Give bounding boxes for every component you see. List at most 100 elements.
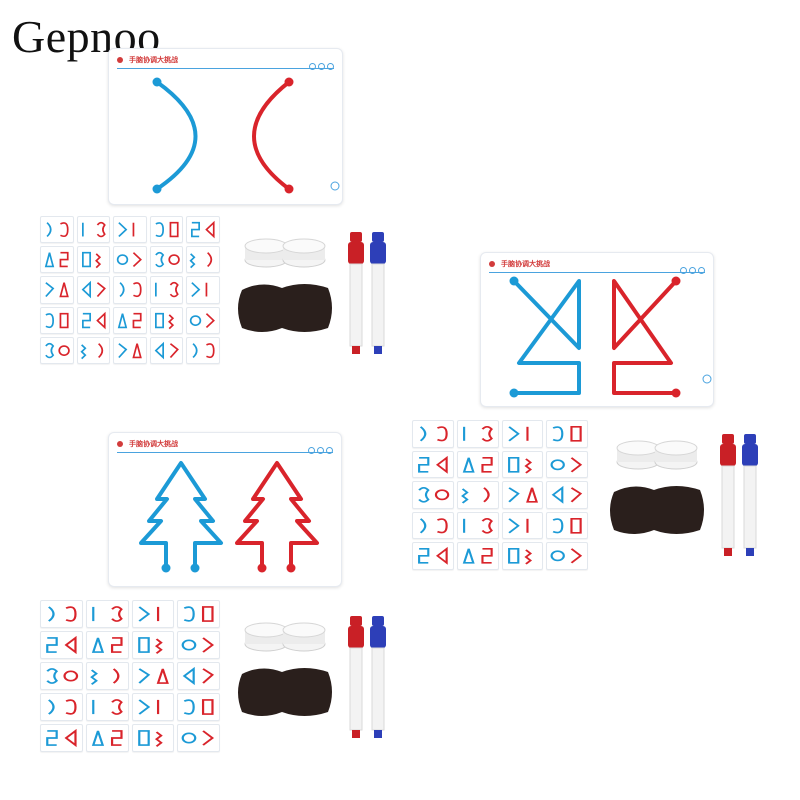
practice-tile bbox=[85, 600, 129, 628]
accessories-art bbox=[238, 616, 386, 738]
practice-tile bbox=[177, 662, 220, 690]
tile-doodle-icon bbox=[137, 668, 169, 684]
practice-tile bbox=[501, 511, 544, 540]
tile-doodle-icon bbox=[46, 728, 77, 748]
practice-tile bbox=[149, 336, 184, 364]
practice-tile bbox=[501, 420, 544, 448]
practice-tile bbox=[40, 246, 74, 274]
tile-doodle-icon bbox=[155, 221, 179, 238]
curves-tracing-art bbox=[152, 77, 340, 194]
card-header: 手脑协调大挑战 bbox=[117, 439, 333, 454]
practice-tile bbox=[546, 542, 588, 570]
practice-tile bbox=[501, 542, 544, 570]
tile-doodle-icon bbox=[181, 730, 215, 746]
tile-doodle-icon bbox=[137, 606, 159, 622]
tile-doodle-icon bbox=[154, 252, 180, 268]
practice-tile bbox=[40, 216, 74, 244]
tile-doodle-icon bbox=[507, 548, 532, 565]
practice-tile bbox=[131, 693, 175, 721]
practice-tile bbox=[85, 693, 129, 721]
practice-tile bbox=[456, 450, 499, 479]
tile-doodle-icon bbox=[191, 282, 208, 298]
practice-tile bbox=[186, 336, 220, 364]
practice-tile bbox=[546, 450, 588, 479]
practice-tile bbox=[149, 246, 184, 274]
tile-doodle-icon bbox=[118, 342, 143, 359]
practice-card-geometric: 手脑协调大挑战 bbox=[480, 252, 714, 407]
practice-tile bbox=[76, 336, 111, 364]
practice-tile bbox=[113, 246, 147, 274]
tile-doodle-icon bbox=[181, 637, 215, 653]
practice-tile bbox=[412, 420, 454, 448]
header-rule bbox=[117, 68, 334, 69]
eraser-cap-icon bbox=[244, 622, 288, 652]
tile-doodle-icon bbox=[44, 252, 69, 268]
tile-doodle-icon bbox=[117, 312, 142, 328]
card-title: 手脑协调大挑战 bbox=[129, 441, 178, 448]
practice-tile bbox=[131, 662, 175, 690]
eraser-pad-icon bbox=[238, 284, 332, 332]
tile-doodle-icon bbox=[550, 456, 583, 472]
practice-tile bbox=[113, 336, 147, 364]
practice-tile bbox=[456, 481, 499, 509]
tile-doodle-icon bbox=[462, 456, 493, 473]
tile-doodle-icon bbox=[154, 341, 179, 360]
accessories-set-2 bbox=[604, 430, 764, 570]
pin-icon bbox=[117, 57, 123, 63]
tile-doodle-icon bbox=[91, 730, 123, 746]
tile-doodle-icon bbox=[45, 342, 70, 359]
pin-icon bbox=[117, 441, 123, 447]
card-title: 手脑协调大挑战 bbox=[501, 261, 550, 268]
accessories-set-1 bbox=[232, 228, 392, 368]
practice-tile bbox=[149, 306, 184, 334]
tile-doodle-icon bbox=[119, 282, 142, 298]
practice-tile bbox=[456, 420, 499, 448]
eraser-cap-icon bbox=[616, 440, 660, 470]
card-header: 手脑协调大挑战 bbox=[117, 55, 334, 70]
tile-doodle-icon bbox=[507, 456, 532, 474]
tile-doodle-icon bbox=[118, 222, 135, 238]
card-dots-icon bbox=[306, 441, 333, 459]
tile-doodle-icon bbox=[182, 666, 215, 686]
tile-doodle-icon bbox=[551, 486, 583, 504]
tile-doodle-icon bbox=[418, 547, 448, 566]
eraser-cap-icon bbox=[282, 238, 326, 268]
practice-tile bbox=[149, 216, 184, 244]
tile-doodle-icon bbox=[154, 312, 174, 329]
practice-tile bbox=[546, 481, 588, 509]
tile-doodle-icon bbox=[418, 455, 448, 474]
tile-doodle-icon bbox=[462, 548, 493, 564]
practice-tile bbox=[131, 631, 175, 659]
tile-doodle-icon bbox=[184, 699, 214, 715]
eraser-pad-icon bbox=[610, 486, 704, 534]
red-marker-icon bbox=[348, 232, 364, 354]
practice-tile bbox=[186, 216, 220, 244]
tile-doodle-icon bbox=[419, 518, 448, 534]
blue-marker-icon bbox=[742, 434, 758, 556]
header-rule bbox=[489, 272, 705, 273]
pin-icon bbox=[489, 261, 495, 267]
practice-tile bbox=[412, 542, 454, 570]
practice-tile bbox=[177, 724, 220, 752]
blue-marker-icon bbox=[370, 616, 386, 738]
card-dots-icon bbox=[678, 261, 705, 279]
practice-tile bbox=[177, 600, 220, 628]
tile-doodle-icon bbox=[81, 281, 106, 299]
tile-doodle-icon bbox=[81, 252, 101, 269]
tile-doodle-icon bbox=[45, 282, 69, 298]
practice-tile bbox=[131, 724, 175, 752]
card-title: 手脑协调大挑战 bbox=[129, 57, 178, 64]
tile-doodle-icon bbox=[48, 699, 77, 715]
tile-doodle-icon bbox=[191, 220, 215, 239]
tile-doodle-icon bbox=[418, 487, 450, 503]
practice-tile bbox=[40, 662, 83, 690]
practice-tile bbox=[85, 631, 129, 659]
eraser-cap-icon bbox=[282, 622, 326, 652]
practice-tile bbox=[186, 246, 220, 274]
accessories-art bbox=[610, 434, 758, 556]
geometric-tracing-art bbox=[509, 276, 712, 398]
header-rule bbox=[117, 452, 333, 453]
tile-doodle-icon bbox=[190, 312, 216, 328]
tile-doodle-icon bbox=[419, 426, 448, 442]
practice-tile bbox=[456, 511, 499, 540]
